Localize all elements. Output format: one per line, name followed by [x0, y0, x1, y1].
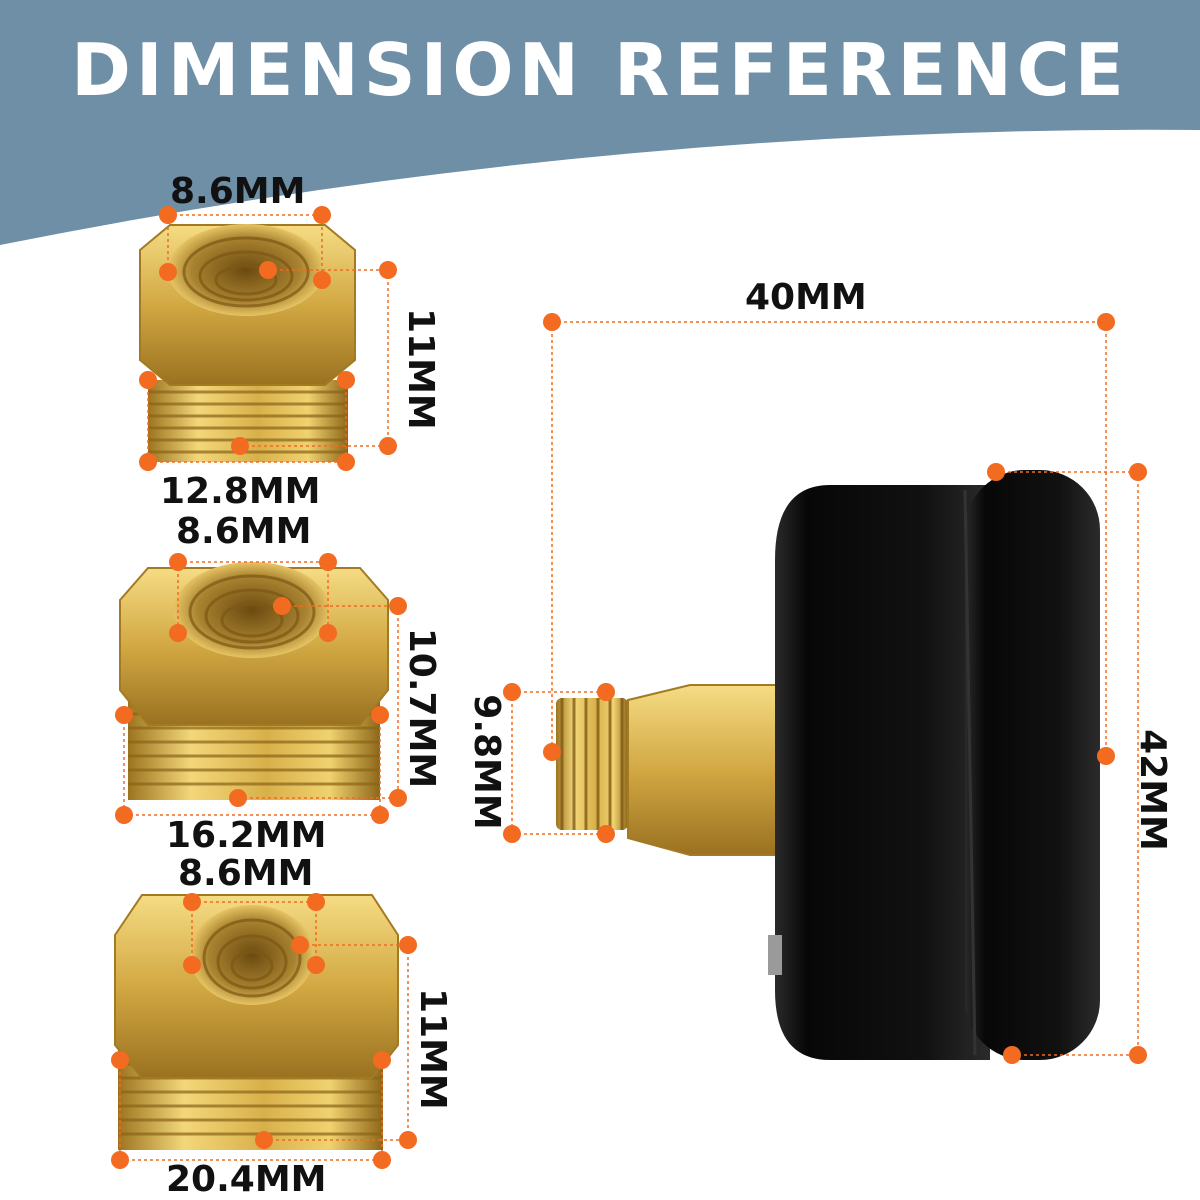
banner-background — [0, 0, 1200, 245]
dimension-markers — [111, 206, 1147, 1169]
fitting-3-outer-diameter: 20.4MM — [166, 1159, 327, 1200]
fitting-1-outer-diameter: 12.8MM — [160, 471, 321, 512]
fitting-2-outer-diameter: 16.2MM — [166, 815, 327, 856]
gauge-thread-diameter: 9.8MM — [466, 694, 507, 830]
gauge-length: 40MM — [745, 277, 867, 318]
fitting-2-inner-diameter: 8.6MM — [176, 511, 312, 552]
banner-title: DIMENSION REFERENCE — [71, 28, 1129, 112]
fitting-1-height: 11MM — [400, 308, 441, 430]
fitting-2-height: 10.7MM — [401, 627, 442, 789]
gauge-diameter: 42MM — [1132, 729, 1173, 851]
fitting-1-inner-diameter: 8.6MM — [170, 171, 306, 212]
fitting-1-illustration — [139, 224, 356, 462]
dimension-guides — [119, 214, 1139, 1161]
fitting-3-height: 11MM — [412, 988, 453, 1110]
fitting-3-inner-diameter: 8.6MM — [178, 853, 314, 894]
gauge-illustration — [556, 470, 1100, 1060]
fitting-3-illustration — [114, 894, 399, 1150]
fitting-2-illustration — [119, 562, 389, 800]
